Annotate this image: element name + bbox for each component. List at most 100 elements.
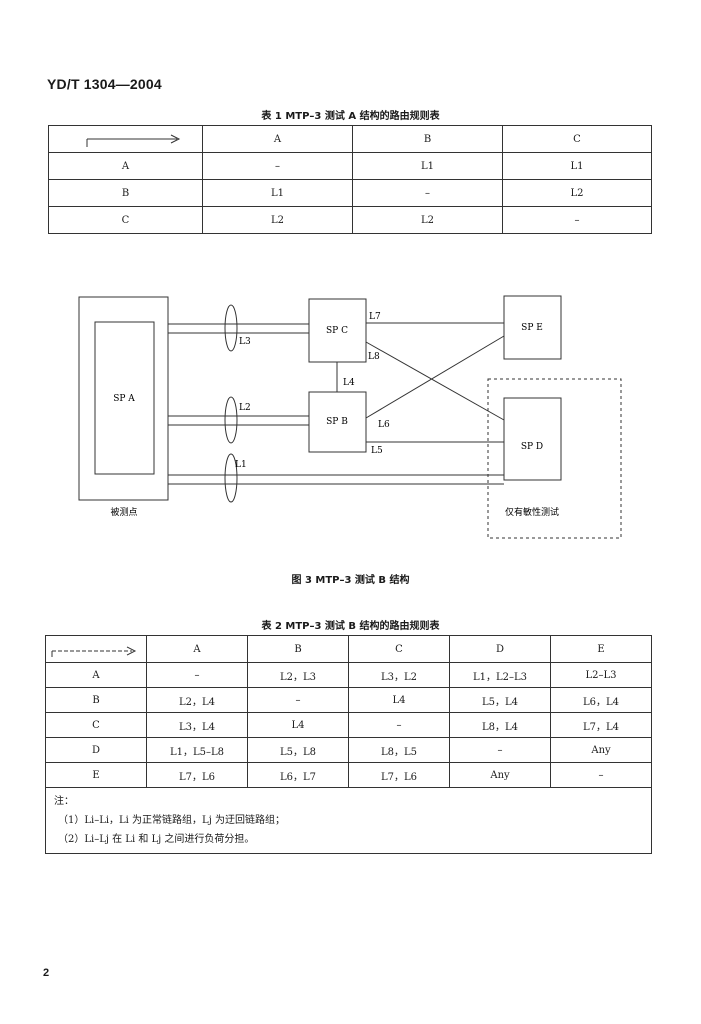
table1-header-row: A B C: [48, 125, 652, 153]
l8-label: L8: [368, 352, 380, 362]
table2-cell: –: [348, 712, 450, 738]
table2-header-row: A B C D E: [45, 635, 652, 663]
table1-cell: –: [202, 152, 353, 180]
l1-label: L1: [235, 460, 247, 470]
standard-number: YD/T 1304—2004: [47, 76, 162, 92]
table2-cell: L7，L6: [348, 762, 450, 788]
note-item: （1）Li–Li，Li 为正常链路组，Lj 为迂回链路组；: [58, 815, 285, 826]
table1-cell: –: [502, 206, 652, 234]
link-set-l2-icon: [224, 396, 238, 444]
note-item: （2）Li–Lj 在 Li 和 Lj 之间进行负荷分担。: [58, 834, 255, 845]
table2-cell: L4: [247, 712, 349, 738]
table2-row: C L3，L4 L4 – L8，L4 L7，L4: [45, 712, 652, 738]
table1-caption: 表 1 MTP–3 测试 A 结构的路由规则表: [261, 111, 440, 122]
table2-col-header: B: [247, 635, 349, 663]
table1-cell: L2: [352, 206, 503, 234]
table1-cell: L1: [352, 152, 503, 180]
link-l6: [365, 335, 505, 419]
table2-cell: L2–L3: [550, 662, 652, 688]
spa-label: SP A: [113, 394, 135, 404]
table2-corner: [45, 635, 147, 663]
table2-cell: L4: [348, 687, 450, 713]
table1-cell: L1: [502, 152, 652, 180]
table1-row-label: C: [48, 206, 203, 234]
link-set-l3-icon: [224, 304, 238, 352]
table2-cell: L3，L4: [146, 712, 248, 738]
table1-row: C L2 L2 –: [48, 206, 652, 234]
table2-col-header: C: [348, 635, 450, 663]
l2-label: L2: [239, 403, 251, 413]
table2-cell: Any: [449, 762, 551, 788]
sensitivity-label: 仅有敏性测试: [505, 506, 559, 518]
table2-col-header: A: [146, 635, 248, 663]
table1-col-header: B: [352, 125, 503, 153]
table2-row-label: D: [45, 737, 147, 763]
table1-row-label: A: [48, 152, 203, 180]
table2-row: A – L2，L3 L3，L2 L1，L2–L3 L2–L3: [45, 662, 652, 688]
table1-col-header: A: [202, 125, 353, 153]
table2-col-header: D: [449, 635, 551, 663]
table2-col-header: E: [550, 635, 652, 663]
notes-title: 注：: [54, 796, 74, 807]
table1-cell: –: [352, 179, 503, 207]
link-set-l1-icon: [224, 453, 238, 503]
table2-notes-row: 注： （1）Li–Li，Li 为正常链路组，Lj 为迂回链路组； （2）Li–L…: [45, 787, 652, 854]
table2-cell: –: [550, 762, 652, 788]
table2-cell: L2，L4: [146, 687, 248, 713]
spd-node: [503, 397, 562, 481]
table1-cell: L2: [502, 179, 652, 207]
l5-label: L5: [371, 446, 383, 456]
table2-cell: L6，L7: [247, 762, 349, 788]
table1-row-label: B: [48, 179, 203, 207]
table2-row: B L2，L4 – L4 L5，L4 L6，L4: [45, 687, 652, 713]
sensitivity-test-boundary: [487, 378, 622, 539]
table1: A B C A – L1 L1 B L1 – L2 C L2 L2 –: [48, 125, 652, 234]
table1-col-header: C: [502, 125, 652, 153]
table2-cell: L5，L4: [449, 687, 551, 713]
spa-node: [94, 321, 155, 475]
table2-notes: 注： （1）Li–Li，Li 为正常链路组，Lj 为迂回链路组； （2）Li–L…: [45, 787, 652, 854]
table2-row: D L1，L5–L8 L5，L8 L8，L5 – Any: [45, 737, 652, 763]
routing-arrow-icon: [51, 646, 137, 657]
under-test-label: 被测点: [110, 506, 137, 518]
spc-label: SP C: [326, 326, 348, 336]
table1-corner: [48, 125, 203, 153]
table2: A B C D E A – L2，L3 L3，L2 L1，L2–L3 L2–L3…: [45, 635, 652, 854]
l3-label: L3: [239, 337, 251, 347]
table1-row: A – L1 L1: [48, 152, 652, 180]
table2-cell: L8，L4: [449, 712, 551, 738]
table2-cell: L1，L5–L8: [146, 737, 248, 763]
spd-label: SP D: [521, 442, 543, 452]
table1-cell: L2: [202, 206, 353, 234]
spe-node: [503, 295, 562, 360]
spb-label: SP B: [326, 417, 348, 427]
table2-cell: L6，L4: [550, 687, 652, 713]
spe-label: SP E: [521, 323, 543, 333]
table2-row-label: C: [45, 712, 147, 738]
test-point-frame: [78, 296, 169, 501]
table2-cell: L1，L2–L3: [449, 662, 551, 688]
table2-row-label: B: [45, 687, 147, 713]
table1-row: B L1 – L2: [48, 179, 652, 207]
table2-cell: –: [146, 662, 248, 688]
table2-cell: L2，L3: [247, 662, 349, 688]
table2-cell: –: [449, 737, 551, 763]
link-l8: [365, 341, 505, 421]
table2-caption: 表 2 MTP–3 测试 B 结构的路由规则表: [261, 621, 440, 632]
table2-cell: L7，L6: [146, 762, 248, 788]
table2-cell: L5，L8: [247, 737, 349, 763]
routing-arrow-icon: [86, 134, 181, 147]
l7-label: L7: [369, 312, 381, 322]
table2-row: E L7，L6 L6，L7 L7，L6 Any –: [45, 762, 652, 788]
table2-cell: L3，L2: [348, 662, 450, 688]
l6-label: L6: [378, 420, 390, 430]
table2-row-label: A: [45, 662, 147, 688]
table2-cell: L7，L4: [550, 712, 652, 738]
table2-cell: L8，L5: [348, 737, 450, 763]
table1-cell: L1: [202, 179, 353, 207]
l4-label: L4: [343, 378, 355, 388]
page-number: 2: [43, 967, 50, 979]
table2-row-label: E: [45, 762, 147, 788]
table2-cell: Any: [550, 737, 652, 763]
network-diagram: SP A 被测点 SP C SP B SP E SP D 仅有敏性测试 L3 L…: [78, 295, 622, 539]
